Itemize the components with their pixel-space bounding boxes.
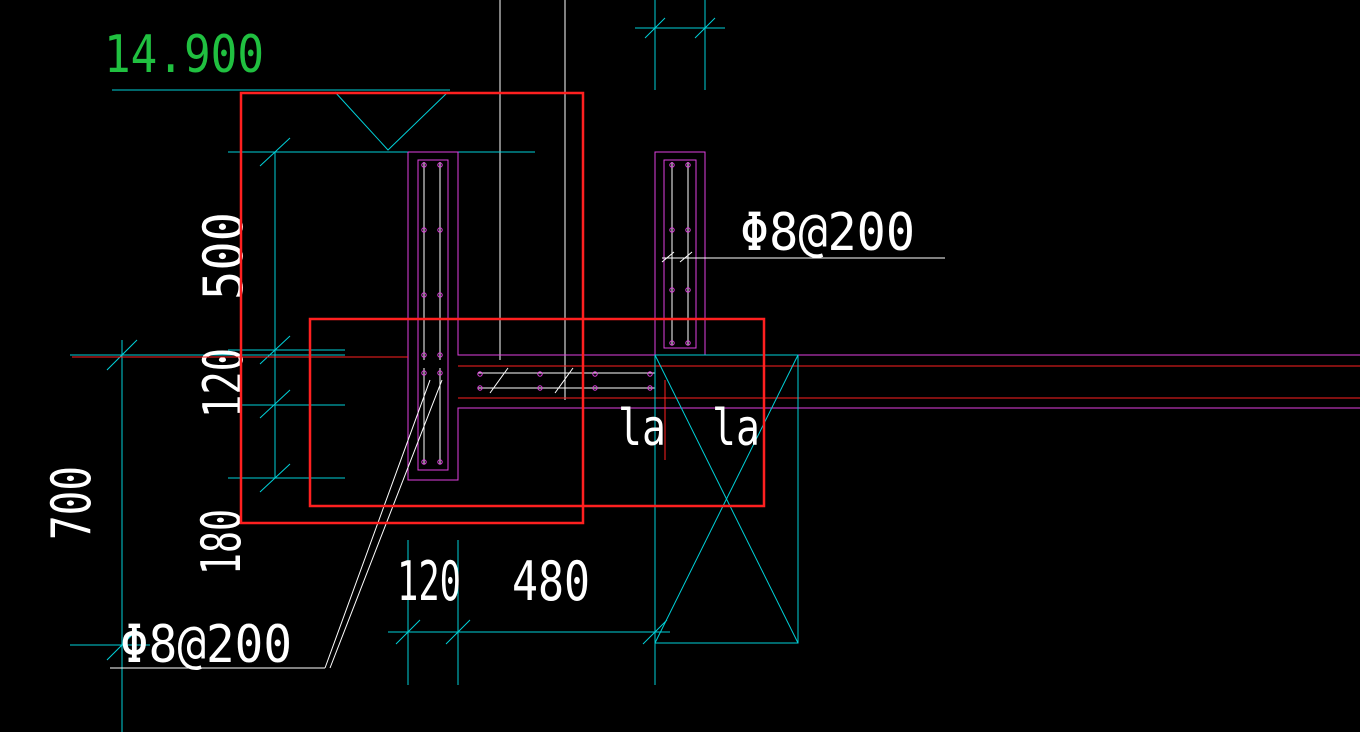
dimension-500: 500 <box>192 212 255 300</box>
rebar-dot <box>592 385 598 391</box>
bottom-dimension-chain <box>388 540 670 685</box>
slab-lines <box>72 356 1360 460</box>
anchorage-label-right: la <box>712 399 760 457</box>
rebar-dot <box>421 292 427 298</box>
dimension-700: 700 <box>40 466 103 540</box>
rebar-dot <box>421 459 427 465</box>
rebar-dot <box>437 459 443 465</box>
rebar-dot <box>537 371 543 377</box>
rebar-callout-left: Φ8@200 <box>120 615 292 675</box>
rebar-dot <box>437 162 443 168</box>
rebar-callout-right: Φ8@200 <box>740 203 915 263</box>
rebar-dot <box>647 385 653 391</box>
top-right-dimension-mark <box>635 0 725 90</box>
rebar-dot <box>421 370 427 376</box>
dimension-120-horizontal: 120 <box>397 550 461 613</box>
rebar-dot <box>669 162 675 168</box>
rebar-dot <box>437 352 443 358</box>
rebar-dot <box>537 385 543 391</box>
rebar-dot <box>477 385 483 391</box>
rebar-dot <box>437 370 443 376</box>
rebar-dot <box>437 292 443 298</box>
rebar-dot <box>647 371 653 377</box>
rebar-dot <box>421 352 427 358</box>
vertical-dimension-chain <box>228 137 345 493</box>
anchorage-label-left: la <box>618 399 666 457</box>
wall-outline <box>407 151 1360 481</box>
dimension-480: 480 <box>512 550 590 613</box>
rebar-dot <box>477 371 483 377</box>
rebar-dot <box>669 227 675 233</box>
highlight-box-upper <box>239 91 585 525</box>
dimension-120-vertical: 120 <box>192 348 255 418</box>
rebar-dot <box>669 287 675 293</box>
rebar-dot <box>669 340 675 346</box>
elevation-marker <box>112 89 535 153</box>
overall-dimension <box>70 339 345 732</box>
rebar-dot <box>437 227 443 233</box>
rebar-dot <box>685 162 691 168</box>
dimension-180: 180 <box>190 509 253 575</box>
elevation-label: 14.900 <box>104 25 264 85</box>
support-box <box>654 354 799 644</box>
rebar-dot <box>685 340 691 346</box>
rebar-callout-right-leader <box>661 251 945 263</box>
rebar-dots <box>421 162 691 465</box>
rebar-dot <box>421 162 427 168</box>
highlight-box-lower <box>308 317 766 508</box>
rebar-dot <box>592 371 598 377</box>
rebar-dot <box>685 287 691 293</box>
rebar-dot <box>685 227 691 233</box>
column-lines <box>499 0 566 400</box>
rebar-dot <box>421 227 427 233</box>
